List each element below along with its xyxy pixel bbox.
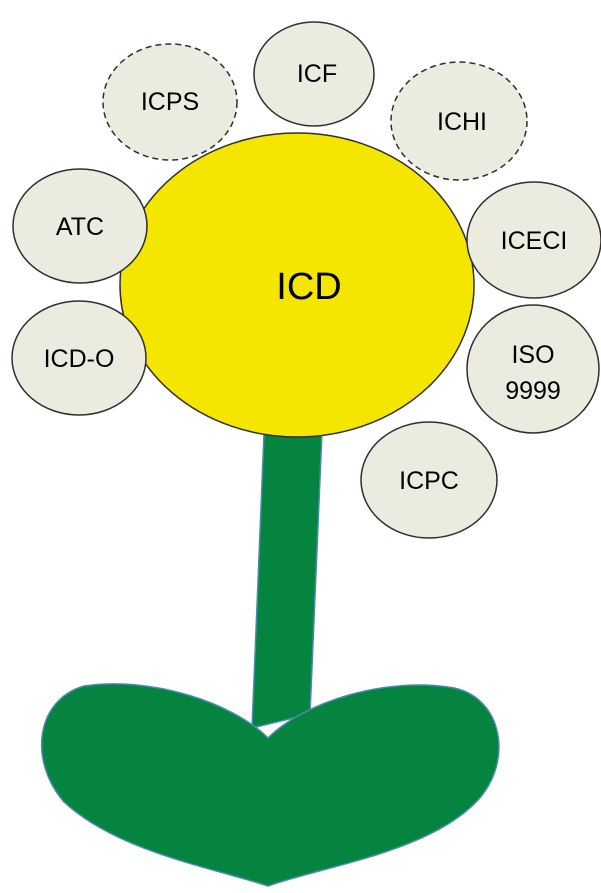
petal-label-line-1: ISO	[511, 341, 554, 369]
petal-label: ICHI	[437, 108, 487, 136]
petal-label: ICPS	[141, 88, 199, 116]
heart-leaf	[41, 683, 500, 887]
petal-icf: ICF	[253, 21, 375, 127]
petal-label: ICD-O	[44, 345, 115, 373]
petal-ichi: ICHI	[390, 61, 528, 181]
petal-label-line-2: 9999	[505, 377, 561, 405]
petal-label: ICECI	[501, 227, 568, 255]
flower-stem	[251, 431, 323, 729]
center-ellipse	[119, 132, 475, 438]
petal-iceci: ICECI	[466, 181, 601, 299]
petal-icd-o: ICD-O	[11, 300, 147, 416]
petal-icpc: ICPC	[360, 421, 498, 539]
petal-icps: ICPS	[102, 43, 238, 161]
center-label: ICD	[276, 266, 341, 308]
petal-atc: ATC	[12, 168, 148, 284]
petal-label: ICPC	[399, 467, 459, 495]
petal-label: ATC	[56, 213, 104, 241]
petal-iso-9999: ISO 9999	[466, 304, 600, 434]
petal-label: ICF	[297, 60, 337, 88]
